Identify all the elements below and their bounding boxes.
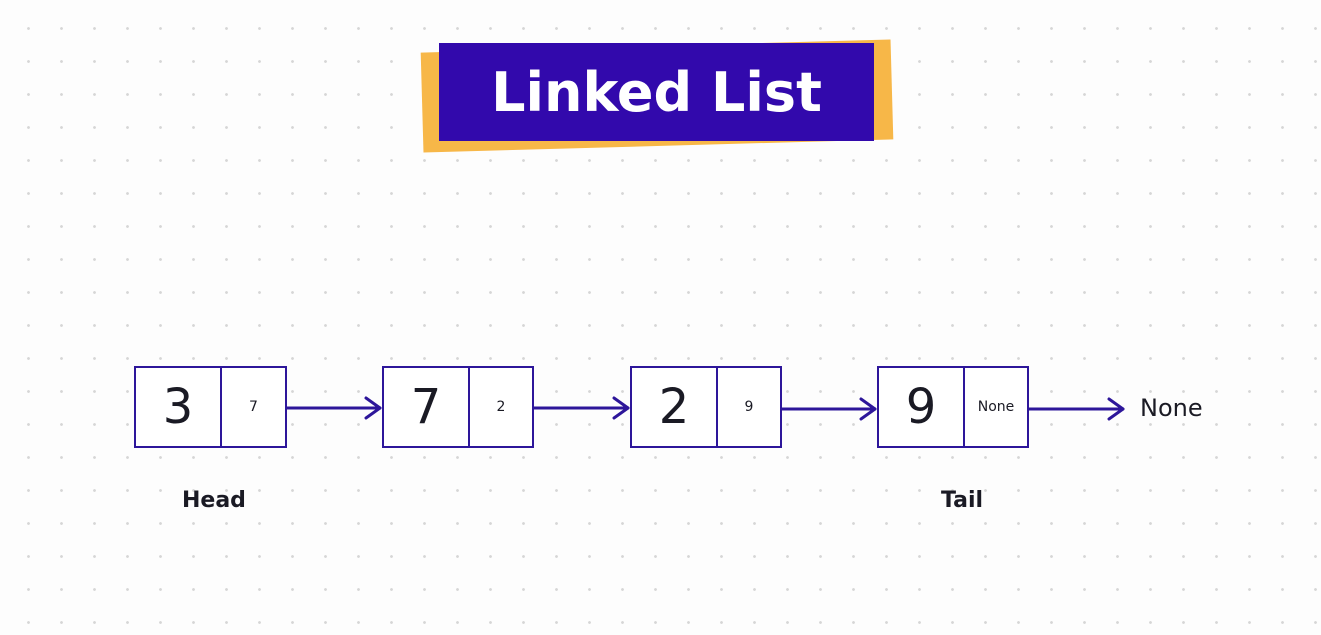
title-box: Linked List	[439, 43, 874, 141]
node-value-cell: 7	[384, 368, 470, 446]
terminal-none-label: None	[1140, 394, 1203, 422]
node-value-cell: 2	[632, 368, 718, 446]
list-node-tail: 9 None	[877, 366, 1029, 448]
head-label: Head	[182, 488, 246, 513]
page-title: Linked List	[491, 60, 822, 124]
node-value-cell: 3	[136, 368, 222, 446]
tail-label: Tail	[941, 488, 984, 513]
arrow-right-icon	[285, 396, 382, 420]
node-next-cell: 7	[249, 399, 258, 415]
arrow-right-icon	[1027, 397, 1125, 421]
node-next-cell: 9	[744, 399, 754, 415]
list-node-head: 3 7	[134, 366, 287, 448]
title-banner: Linked List	[420, 38, 896, 154]
arrow-right-icon	[532, 396, 630, 420]
node-next-cell: 2	[496, 399, 506, 415]
list-node: 7 2	[382, 366, 534, 448]
node-value-cell: 9	[879, 368, 965, 446]
arrow-right-icon	[780, 397, 877, 421]
list-node: 2 9	[630, 366, 782, 448]
node-next-cell: None	[977, 399, 1015, 415]
